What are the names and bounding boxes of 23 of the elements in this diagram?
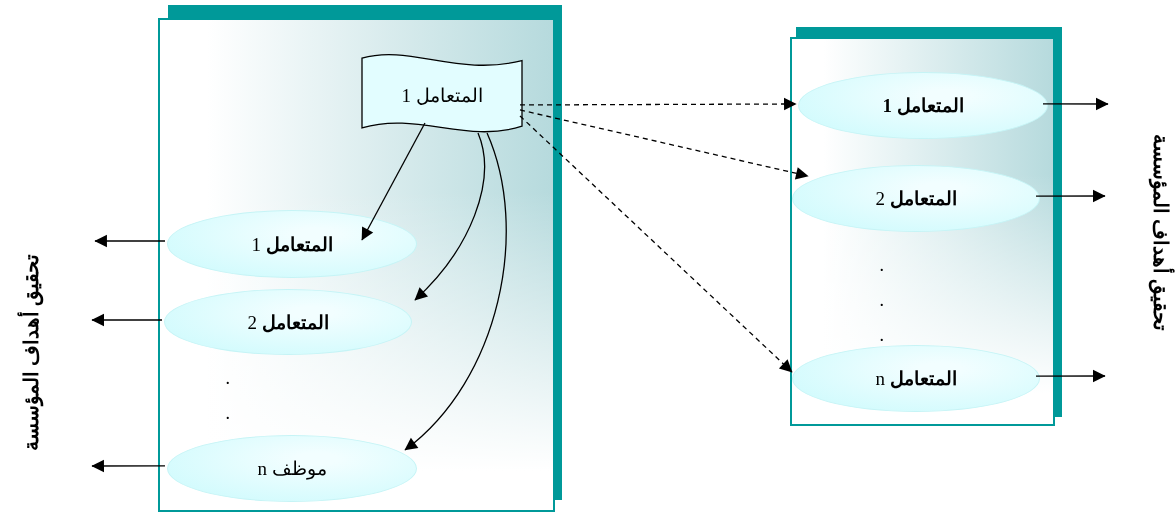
arrow: [94, 234, 166, 248]
arrow: [414, 132, 485, 301]
arrow: [361, 122, 426, 241]
node-label: المتعامل 1: [882, 94, 964, 117]
panel-box: [158, 18, 555, 512]
dashed-arrow: [519, 115, 793, 373]
arrow: [1035, 189, 1106, 203]
node-label: المتعامل 1: [401, 83, 483, 107]
arrow: [1035, 369, 1106, 383]
arrow: [1042, 97, 1109, 111]
ellipsis-dot: .: [879, 324, 884, 346]
ellipsis-dot: .: [225, 402, 230, 424]
ellipsis-dot: .: [225, 367, 230, 389]
arrow: [404, 132, 507, 451]
node-label: موظف n: [257, 457, 327, 480]
ellipsis-dot: .: [879, 254, 884, 276]
arrow: [91, 313, 163, 327]
dashed-arrow: [519, 97, 797, 111]
vertical-caption: تحقيق أهداف المؤسسة: [18, 253, 42, 451]
panel-box: [790, 37, 1055, 426]
ellipsis-dot: .: [879, 289, 884, 311]
dashed-arrow: [519, 109, 809, 180]
arrow: [91, 459, 166, 473]
